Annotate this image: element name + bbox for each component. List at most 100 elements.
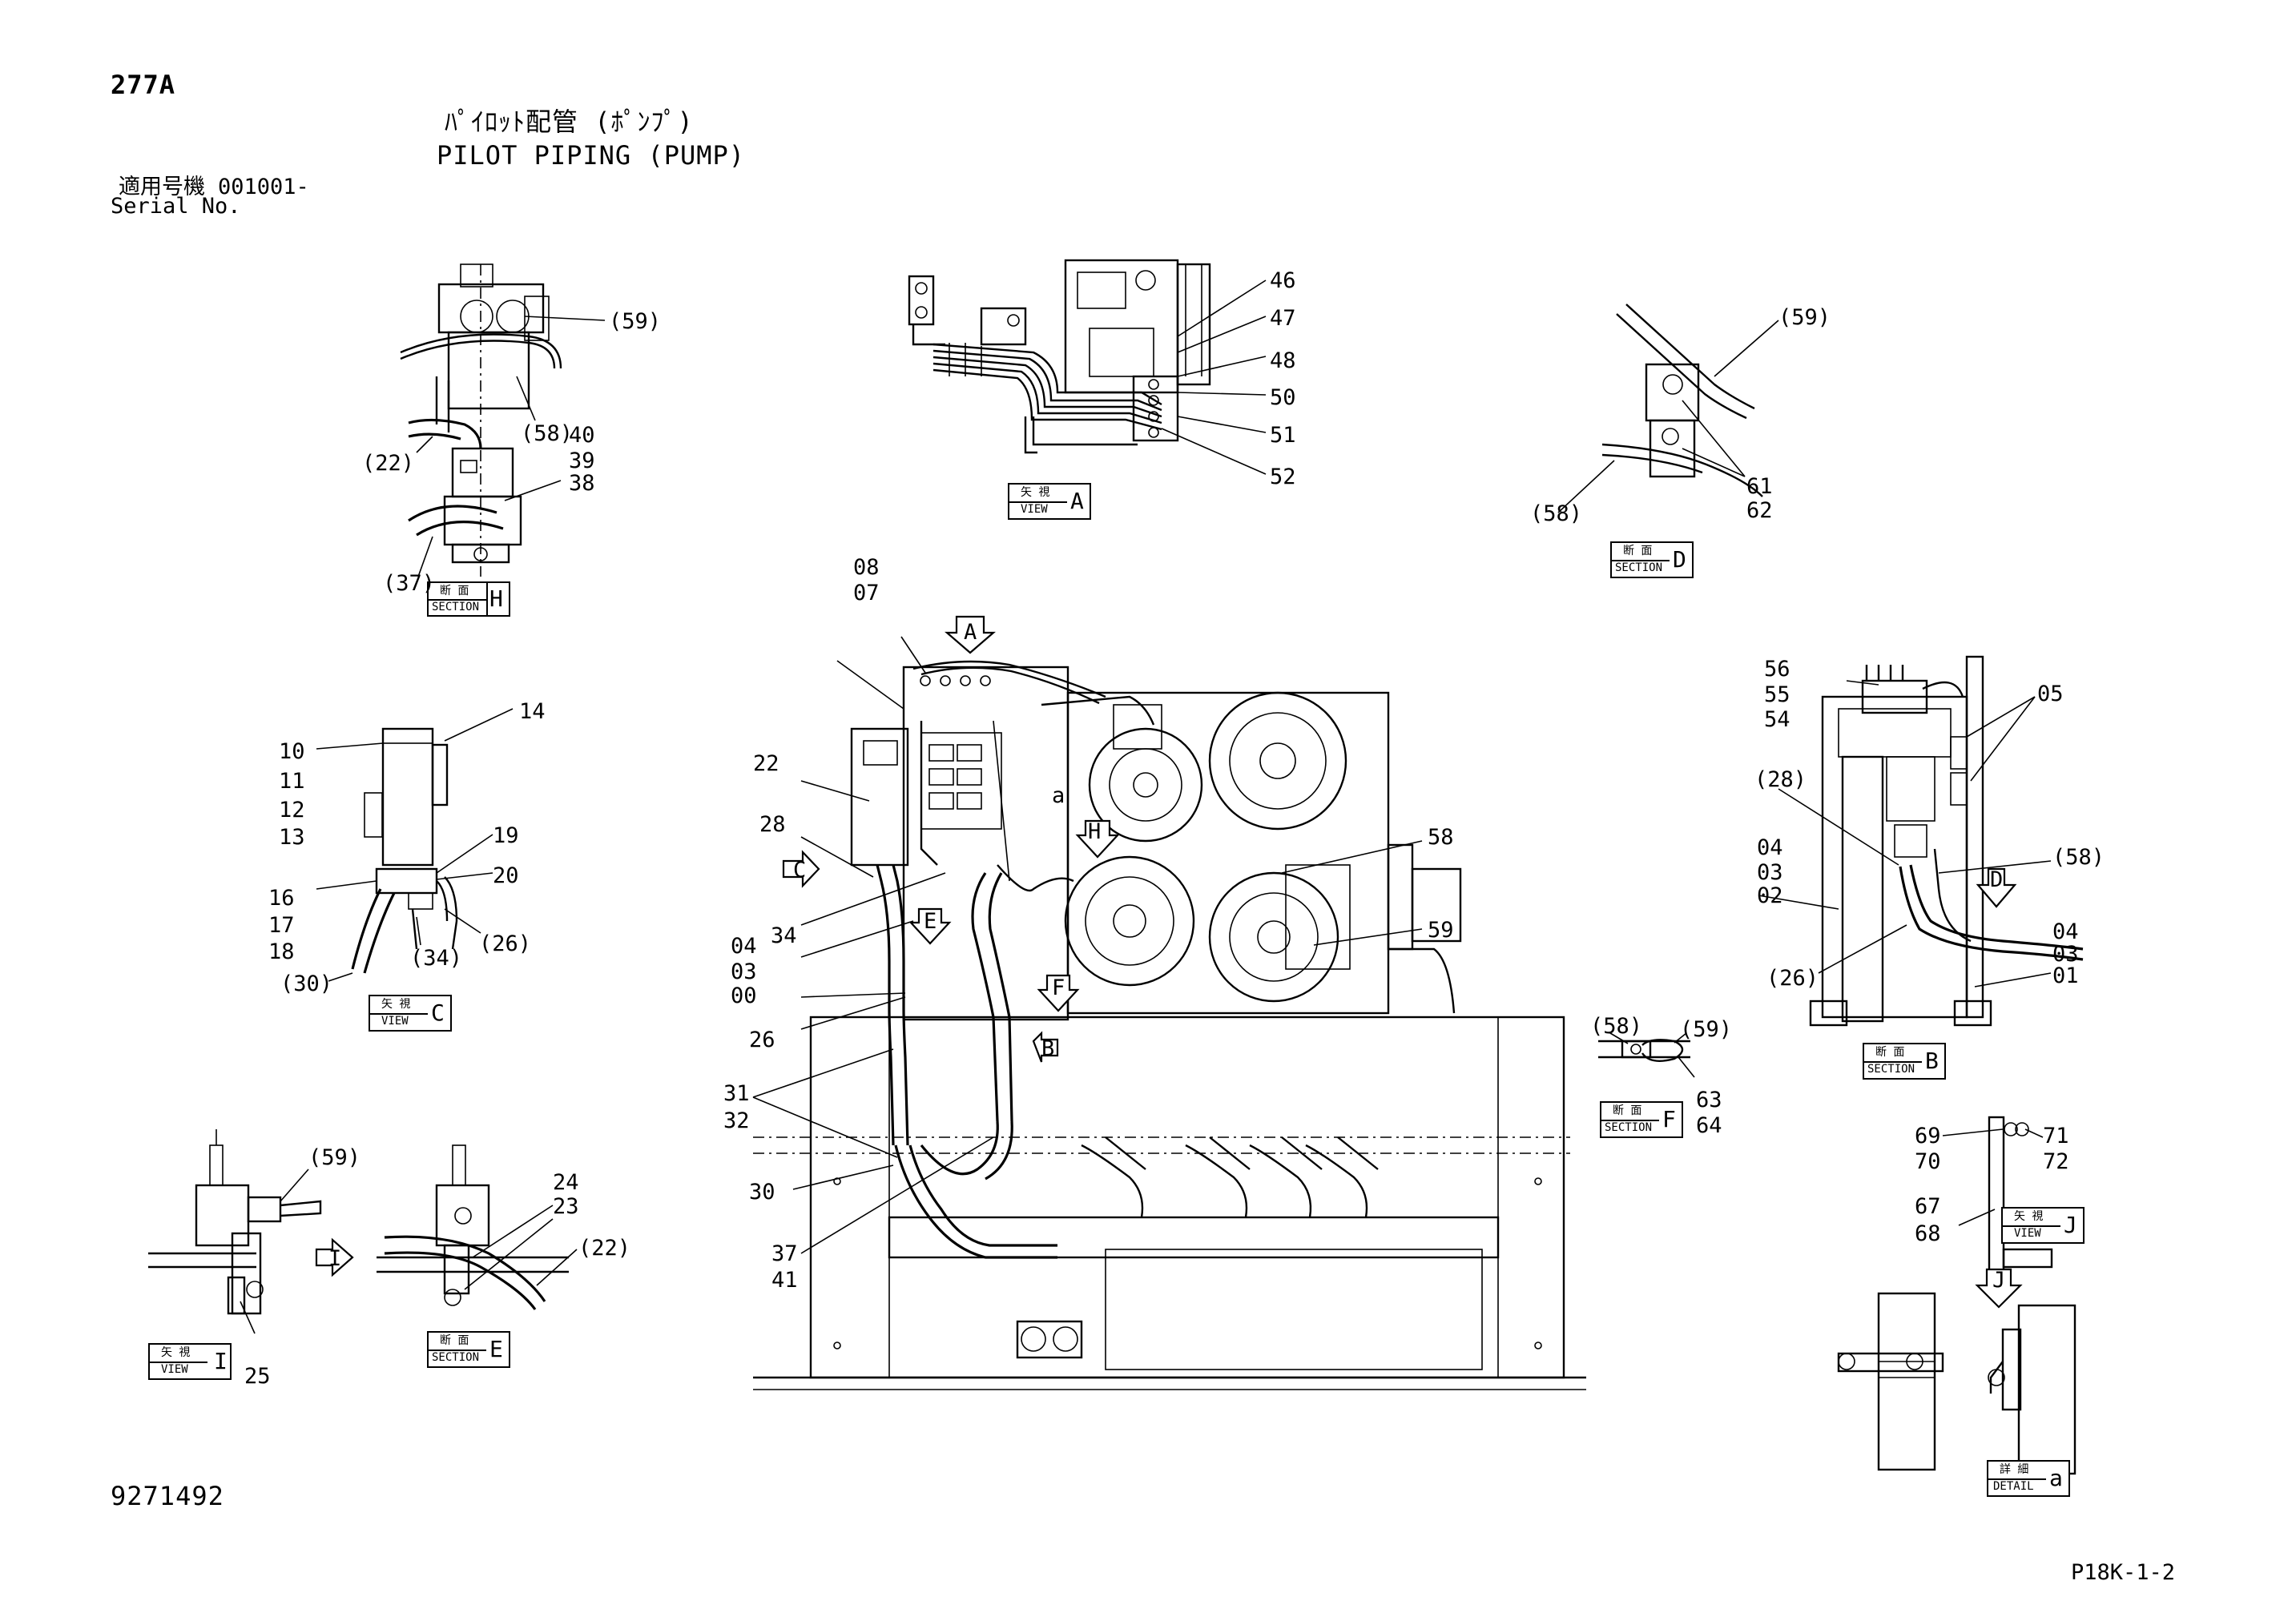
section-h-drawing	[400, 263, 606, 577]
main-assembly-drawing	[752, 636, 1586, 1390]
view-i-drawing	[148, 1129, 354, 1334]
callout-58: (58)	[1530, 501, 1583, 526]
section-f-drawing	[1598, 1032, 1695, 1078]
serial-label-english: Serial No.	[111, 194, 241, 219]
callout-28: (28)	[1754, 767, 1807, 792]
serial-label-japanese: 適用号機	[119, 175, 205, 199]
view-j-drawing	[1942, 1116, 2053, 1279]
view-a-drawing	[908, 259, 1267, 475]
callout-52: 52	[1270, 465, 1296, 489]
callout-22: (22)	[578, 1236, 631, 1261]
detail-a-drawing	[1837, 1268, 2076, 1475]
section-e-drawing	[377, 1144, 578, 1310]
callout-17: 17	[268, 913, 295, 938]
callout-58: (58)	[1590, 1014, 1643, 1039]
callout-71: 71	[2043, 1124, 2069, 1148]
serial-value: 001001-	[218, 175, 309, 199]
callout-03: 03	[2052, 942, 2079, 967]
callout-03: 03	[1757, 860, 1783, 885]
callout-40: 40	[569, 423, 595, 448]
section-b-label: 断 面 SECTION B	[1863, 1043, 1946, 1080]
callout-39: 39	[569, 448, 595, 473]
callout-62: 62	[1746, 498, 1773, 523]
section-b-drawing	[1758, 655, 2084, 1027]
section-d-drawing	[1557, 304, 1779, 513]
drawing-number: 9271492	[111, 1481, 224, 1511]
callout-22: (22)	[362, 451, 415, 476]
callout-00: 00	[731, 983, 757, 1008]
callout-28: 28	[759, 812, 786, 837]
view-j-label: 矢 視 VIEW J	[2001, 1207, 2085, 1244]
callout-05: 05	[2037, 682, 2064, 706]
view-c-drawing	[316, 708, 514, 982]
view-a-label: 矢 視 VIEW A	[1008, 483, 1091, 520]
callout-07: 07	[853, 581, 880, 605]
callout-04: 04	[731, 934, 757, 959]
section-h-label: 断 面 SECTION H	[427, 581, 510, 617]
callout-20: 20	[493, 863, 519, 888]
callout-10: 10	[279, 739, 305, 764]
arrow-letter-b: B	[1041, 1036, 1055, 1061]
callout-72: 72	[2043, 1149, 2069, 1174]
detail-a-label: 詳 細 DETAIL a	[1987, 1460, 2070, 1497]
callout-58: 58	[1428, 825, 1454, 850]
view-c-label: 矢 視 VIEW C	[369, 995, 452, 1032]
arrow-letter-f: F	[1052, 975, 1065, 1000]
main-view-arrows	[782, 615, 1120, 1063]
callout-03: 03	[731, 959, 757, 984]
callout-12: 12	[279, 798, 305, 823]
arrow-letter-d: D	[1990, 867, 2004, 892]
callout-59: (59)	[1680, 1017, 1733, 1042]
callout-16: 16	[268, 886, 295, 911]
callout-54: 54	[1764, 707, 1790, 732]
view-i-label: 矢 視 VIEW I	[148, 1343, 232, 1380]
callout-59: (59)	[609, 309, 662, 334]
callout-59: 59	[1428, 918, 1454, 943]
callout-18: 18	[268, 939, 295, 964]
title-japanese: ﾊﾟｲﾛｯﾄ配管 (ﾎﾟﾝﾌﾟ)	[445, 107, 694, 137]
callout-58: (58)	[521, 421, 574, 446]
section-e-label: 断 面 SECTION E	[427, 1331, 510, 1368]
callout-55: 55	[1764, 682, 1790, 707]
callout-58: (58)	[2052, 845, 2105, 870]
callout-59: (59)	[1778, 305, 1831, 330]
arrow-letter-j: J	[1992, 1268, 2006, 1293]
callout-37: 37	[771, 1241, 798, 1266]
callout-01: 01	[2052, 963, 2079, 988]
callout-41: 41	[771, 1268, 798, 1293]
callout-22: 22	[753, 751, 779, 776]
callout-19: 19	[493, 823, 519, 848]
callout-30: (30)	[280, 971, 333, 996]
arrow-letter-a: A	[964, 620, 977, 645]
callout-46: 46	[1270, 268, 1296, 293]
callout-63: 63	[1696, 1088, 1722, 1112]
callout-68: 68	[1915, 1221, 1941, 1246]
callout-14: 14	[519, 699, 546, 724]
callout-04: 04	[2052, 919, 2079, 944]
callout-69: 69	[1915, 1124, 1941, 1148]
callout-32: 32	[723, 1108, 750, 1133]
callout-67: 67	[1915, 1194, 1941, 1219]
callout-59: (59)	[308, 1145, 361, 1170]
callout-08: 08	[853, 555, 880, 580]
arrow-letter-i: I	[328, 1246, 342, 1271]
callout-56: 56	[1764, 657, 1790, 682]
section-f-label: 断 面 SECTION F	[1600, 1101, 1683, 1138]
callout-23: 23	[553, 1194, 579, 1219]
callout-61: 61	[1746, 474, 1773, 499]
callout-02: 02	[1757, 883, 1783, 908]
callout-13: 13	[279, 825, 305, 850]
callout-25: 25	[244, 1364, 271, 1389]
callout-47: 47	[1270, 306, 1296, 331]
callout-26: (26)	[479, 931, 532, 956]
title-english: PILOT PIPING (PUMP)	[437, 140, 746, 171]
arrow-letter-h: H	[1088, 819, 1102, 844]
callout-24: 24	[553, 1170, 579, 1195]
page-reference: P18K-1-2	[2071, 1560, 2176, 1585]
callout-30: 30	[749, 1180, 775, 1205]
callout-51: 51	[1270, 423, 1296, 448]
arrow-letter-c: C	[793, 858, 807, 883]
callout-34: 34	[771, 923, 797, 948]
detail-marker-a: a	[1052, 783, 1065, 808]
